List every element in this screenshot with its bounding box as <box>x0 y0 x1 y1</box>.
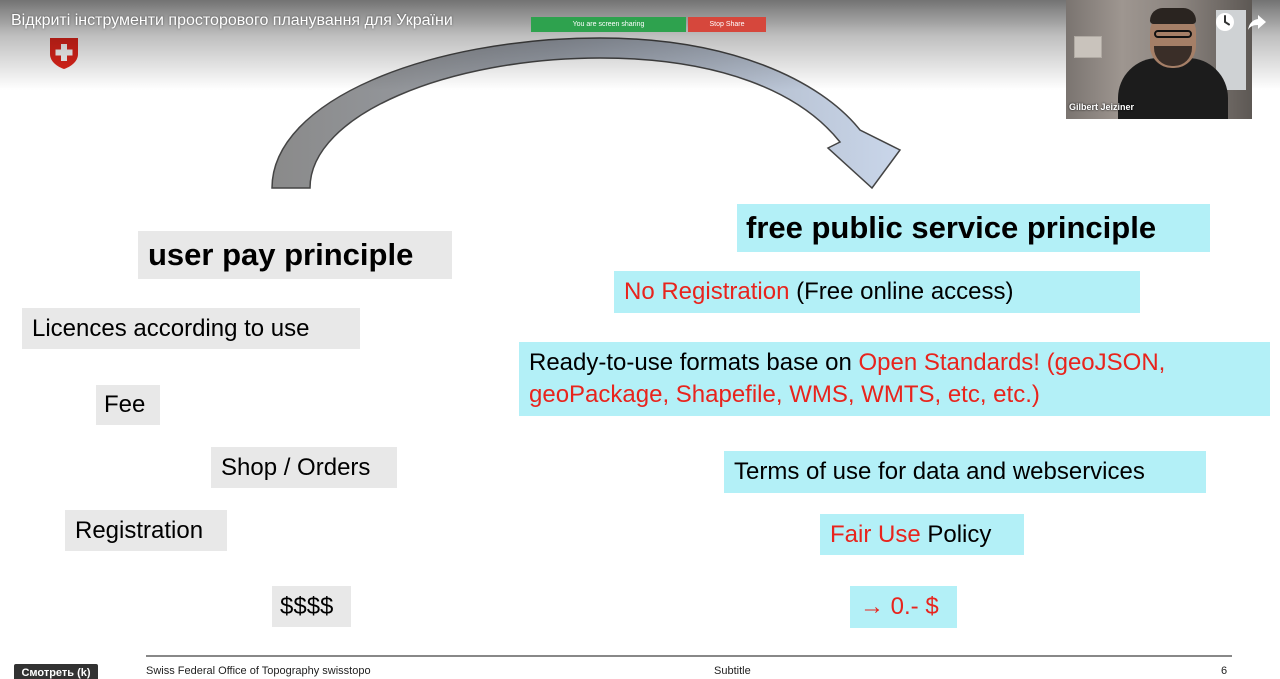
watch-later-icon[interactable] <box>1215 12 1235 32</box>
formats-standards: Open Standards! (geoJSON, <box>858 349 1166 376</box>
left-heading-text: user pay principle <box>148 237 414 272</box>
price-text: → 0.- $ <box>860 593 939 620</box>
right-item-formats: Ready-to-use formats base on Open Standa… <box>519 342 1270 416</box>
footer-page-number: 6 <box>1221 665 1228 677</box>
footer-subtitle: Subtitle <box>714 665 751 677</box>
left-item-cost: $$$$ <box>272 586 351 627</box>
left-item-text: Licences according to use <box>32 314 310 342</box>
fair-use-emphasis: Fair Use <box>830 520 921 548</box>
watch-button[interactable]: Смотреть (k) <box>14 664 98 679</box>
formats-line-1: Ready-to-use formats base on Open Standa… <box>529 347 1165 379</box>
webcam-person-beard <box>1154 46 1192 66</box>
formats-list: geoPackage, Shapefile, WMS, WMTS, etc, e… <box>529 381 1040 408</box>
participant-name: Gilbert Jeiziner <box>1069 102 1135 112</box>
left-item-text: Shop / Orders <box>221 453 371 481</box>
share-icon[interactable] <box>1247 12 1267 32</box>
terms-text: Terms of use for data and webservices <box>734 458 1145 485</box>
right-item-no-registration: No Registration (Free online access) <box>614 271 1140 313</box>
left-item-shop-orders: Shop / Orders <box>211 447 397 488</box>
right-item-terms: Terms of use for data and webservices <box>724 451 1206 493</box>
formats-line-2: geoPackage, Shapefile, WMS, WMTS, etc, e… <box>529 379 1040 411</box>
footer-divider <box>146 655 1232 657</box>
video-title[interactable]: Відкриті інструменти просторового планув… <box>11 12 453 29</box>
fair-use-text: Policy <box>920 520 992 548</box>
left-item-text: Fee <box>104 391 146 418</box>
left-item-text: Registration <box>75 516 204 544</box>
webcam-person-hair <box>1150 8 1196 24</box>
screen-sharing-text: You are screen sharing <box>572 21 645 28</box>
left-item-fee: Fee <box>96 385 160 425</box>
footer-org: Swiss Federal Office of Topography swiss… <box>146 665 371 677</box>
stop-share-label: Stop Share <box>709 21 745 28</box>
right-heading: free public service principle <box>737 204 1210 252</box>
webcam-person-body <box>1118 58 1228 119</box>
stop-share-button[interactable]: Stop Share <box>688 17 766 32</box>
webcam-person-glasses <box>1154 30 1192 38</box>
no-registration-text: (Free online access) <box>789 278 1014 305</box>
left-item-registration: Registration <box>65 510 227 551</box>
formats-prefix: Ready-to-use formats base on <box>529 349 859 376</box>
left-item-text: $$$$ <box>280 592 334 620</box>
screen-sharing-status[interactable]: You are screen sharing <box>531 17 686 32</box>
left-item-licences: Licences according to use <box>22 308 360 349</box>
left-heading: user pay principle <box>138 231 452 279</box>
webcam-shelf <box>1074 36 1102 58</box>
right-item-price: → 0.- $ <box>850 586 957 628</box>
no-registration-emphasis: No Registration <box>624 278 790 305</box>
right-item-fair-use: Fair Use Policy <box>820 514 1024 555</box>
right-heading-text: free public service principle <box>746 210 1157 245</box>
